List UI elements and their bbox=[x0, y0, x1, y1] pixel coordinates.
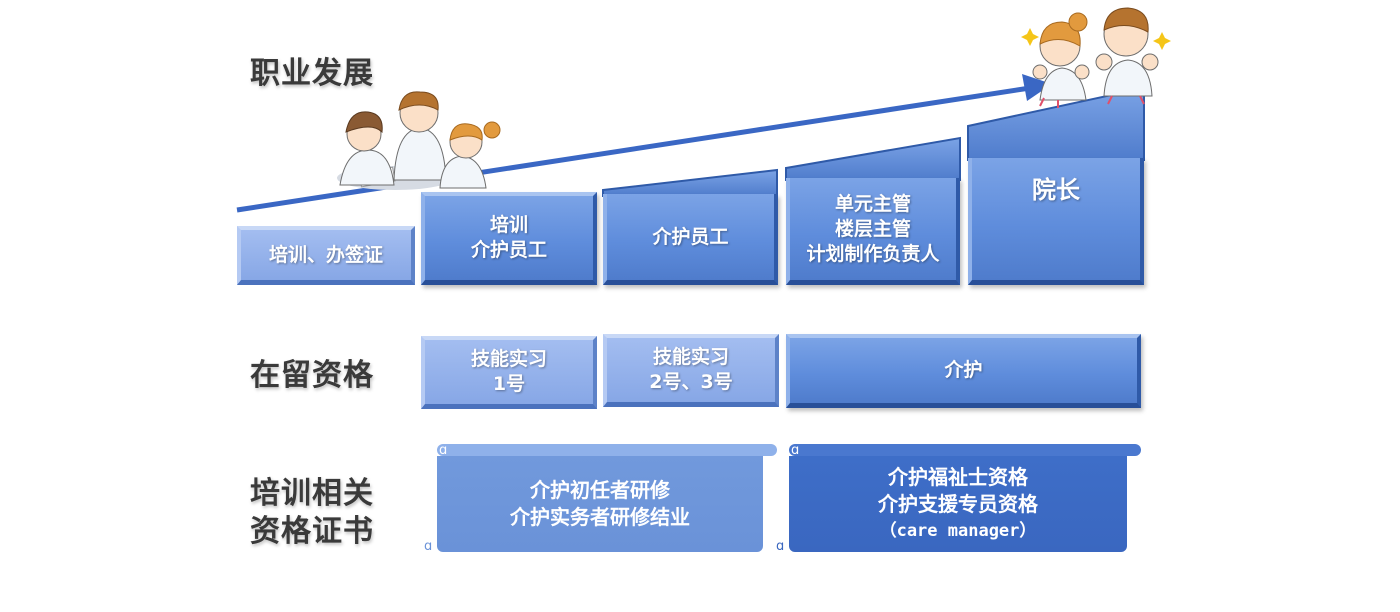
step-3-cap bbox=[602, 168, 778, 197]
cert-label: 介护支援专员资格 bbox=[878, 491, 1038, 516]
visa-box-intern-2-3: 技能实习 2号、3号 bbox=[603, 334, 779, 407]
step-5-cap bbox=[967, 86, 1145, 161]
step-4-cap bbox=[785, 136, 961, 181]
cert-label: 介护实务者研修结业 bbox=[510, 505, 690, 529]
scroll-top-1 bbox=[437, 444, 777, 456]
career-step-label: 单元主管 bbox=[834, 192, 911, 215]
visa-box-intern-1: 技能实习 1号 bbox=[421, 336, 597, 409]
career-step-label: 培训、办签证 bbox=[268, 243, 383, 266]
row-label-cert-line1: 培训相关 bbox=[250, 476, 374, 511]
career-step-label: 院长 bbox=[1032, 176, 1080, 204]
career-step-label: 培训 bbox=[489, 214, 528, 236]
scroll-top-2 bbox=[789, 444, 1141, 456]
scroll-curl-icon: ɑ bbox=[791, 443, 800, 458]
row-label-cert-line2: 资格证书 bbox=[250, 514, 374, 549]
cert-scroll-qualification: 介护福祉士资格 介护支援专员资格 （care manager） bbox=[789, 456, 1127, 552]
visa-box-label: 1号 bbox=[492, 373, 526, 395]
workers-group-icon bbox=[337, 91, 501, 190]
scroll-curl-icon: ɑ bbox=[776, 539, 785, 554]
row-label-visa: 在留资格 bbox=[250, 358, 374, 393]
career-step-care-staff: 介护员工 bbox=[603, 194, 778, 285]
career-step-label: 介护员工 bbox=[652, 225, 729, 248]
career-step-trainee: 培训 介护员工 bbox=[421, 192, 597, 285]
career-step-manager: 单元主管 楼层主管 计划制作负责人 bbox=[786, 178, 960, 285]
row-label-career: 职业发展 bbox=[250, 56, 374, 91]
visa-box-label: 介护 bbox=[944, 359, 983, 381]
visa-box-care: 介护 bbox=[786, 334, 1141, 408]
scroll-curl-icon: ɑ bbox=[424, 539, 433, 554]
visa-box-label: 技能实习 bbox=[652, 346, 729, 368]
cert-label: （care manager） bbox=[879, 520, 1037, 541]
cheering-staff-icon bbox=[1021, 7, 1171, 108]
visa-box-label: 2号、3号 bbox=[649, 371, 733, 393]
cert-label: 介护初任者研修 bbox=[530, 478, 670, 502]
scroll-curl-icon: ɑ bbox=[439, 443, 448, 458]
career-step-label: 介护员工 bbox=[470, 239, 547, 261]
career-step-label: 计划制作负责人 bbox=[806, 242, 940, 265]
career-step-director: 院长 bbox=[968, 158, 1144, 285]
cert-scroll-training: 介护初任者研修 介护实务者研修结业 bbox=[437, 456, 763, 552]
growth-arrow-icon bbox=[236, 74, 1052, 213]
visa-box-label: 技能实习 bbox=[470, 348, 547, 370]
career-step-label: 楼层主管 bbox=[834, 217, 911, 240]
cert-label: 介护福祉士资格 bbox=[888, 464, 1028, 489]
career-step-training-visa: 培训、办签证 bbox=[237, 226, 415, 285]
